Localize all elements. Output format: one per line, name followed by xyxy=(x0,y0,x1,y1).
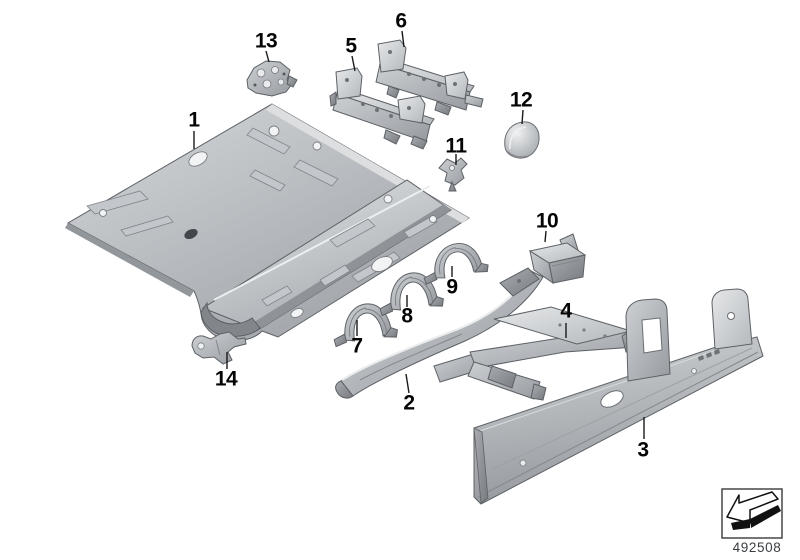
part-1-floor-panel xyxy=(65,103,470,342)
callout-3[interactable]: 3 xyxy=(637,438,649,462)
part-number-text: 492508 xyxy=(733,540,782,555)
leader-line-6 xyxy=(401,30,405,48)
callout-9[interactable]: 9 xyxy=(446,275,458,299)
callout-4[interactable]: 4 xyxy=(560,299,572,323)
leader-line-5 xyxy=(351,55,356,72)
part-11-bracket xyxy=(438,157,468,192)
callout-14[interactable]: 14 xyxy=(214,367,238,391)
direction-arrow-icon xyxy=(726,491,781,530)
part-10-bracket xyxy=(528,233,587,285)
part-13-bracket-set xyxy=(246,60,298,97)
part-2-side-member xyxy=(335,267,544,399)
leader-line-12 xyxy=(521,109,524,125)
part-14-bracket xyxy=(191,331,247,365)
callout-1[interactable]: 1 xyxy=(188,108,200,132)
part-4-crossmember-assembly xyxy=(433,306,636,401)
leader-line-2 xyxy=(405,373,410,394)
part-number-plate: 492508 xyxy=(721,488,783,555)
leader-line-13 xyxy=(265,50,270,63)
part-12-cap xyxy=(504,121,540,159)
part-7-arch-bracket xyxy=(333,303,398,348)
callout-13[interactable]: 13 xyxy=(254,29,278,53)
callout-11[interactable]: 11 xyxy=(445,134,467,158)
callout-6[interactable]: 6 xyxy=(395,9,407,33)
part-6-crossmember xyxy=(375,39,484,116)
part-5-crossmember xyxy=(329,67,435,150)
leader-lines xyxy=(193,30,645,439)
leader-line-10 xyxy=(544,230,547,243)
callout-8[interactable]: 8 xyxy=(401,304,413,328)
callout-12[interactable]: 12 xyxy=(509,88,533,112)
part-3-sill-panel xyxy=(473,288,764,505)
callout-7[interactable]: 7 xyxy=(351,334,363,358)
part-9-arch-bracket xyxy=(423,243,489,285)
callout-5[interactable]: 5 xyxy=(345,34,357,58)
callout-10[interactable]: 10 xyxy=(535,209,559,233)
callout-2[interactable]: 2 xyxy=(403,391,415,415)
